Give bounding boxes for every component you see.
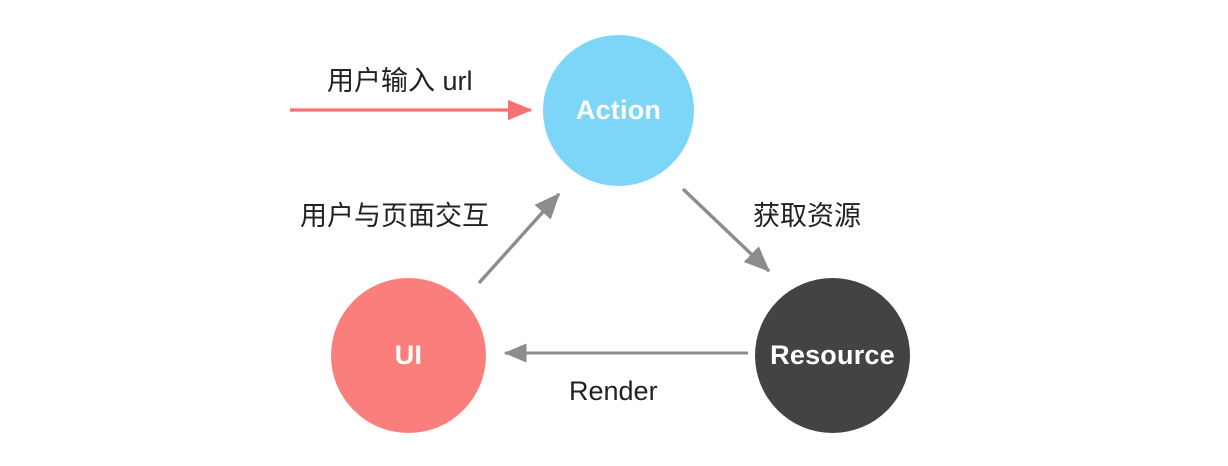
node-action[interactable]: Action xyxy=(543,35,694,186)
edge-label-interact: 用户与页面交互 xyxy=(300,201,489,231)
edge-label-render: Render xyxy=(569,376,658,406)
node-resource-label: Resource xyxy=(770,340,895,370)
node-ui-label: UI xyxy=(394,340,423,370)
node-ui[interactable]: UI xyxy=(331,278,486,433)
edge-label-input-url: 用户输入 url xyxy=(327,66,473,96)
node-resource[interactable]: Resource xyxy=(755,278,910,433)
node-action-label: Action xyxy=(575,95,662,125)
edge-label-fetch: 获取资源 xyxy=(753,201,861,231)
edge-interact-arrow xyxy=(477,192,561,285)
edge-fetch-arrow xyxy=(681,187,771,273)
